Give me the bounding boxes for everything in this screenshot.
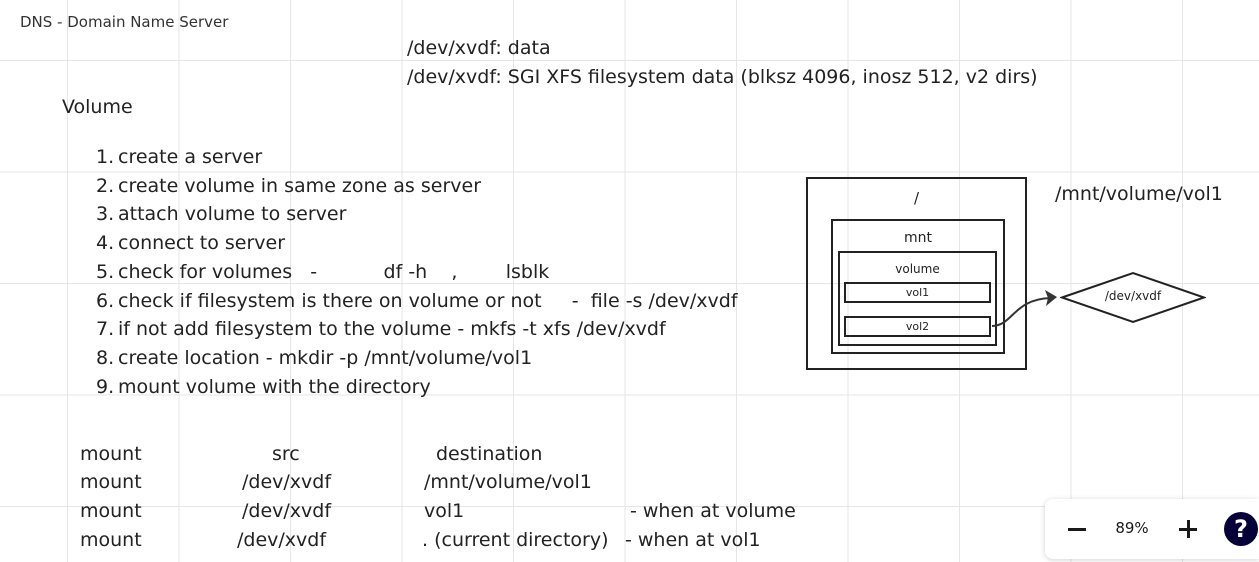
list-item: 8.create location - mkdir -p /mnt/volume… xyxy=(96,344,738,373)
step-number: 2. xyxy=(96,174,115,197)
zoom-out-button[interactable] xyxy=(1059,511,1095,547)
mount-row-src: /dev/xvdf xyxy=(242,500,332,522)
mount-header-destination: destination xyxy=(436,443,543,465)
zoom-controls: 89% ? xyxy=(1045,499,1259,559)
help-icon: ? xyxy=(1234,515,1248,543)
step-text: mount volume with the directory xyxy=(118,375,431,398)
mount-row-dest: . (current directory) xyxy=(422,529,609,551)
step-text: if not add filesystem to the volume - mk… xyxy=(118,318,666,341)
mount-row-note: - when at volume xyxy=(630,500,796,522)
list-item: 1.create a server xyxy=(96,143,738,172)
board-title: DNS - Domain Name Server xyxy=(20,13,229,31)
zoom-level[interactable]: 89% xyxy=(1115,519,1149,537)
help-button[interactable]: ? xyxy=(1224,512,1258,546)
mount-path-label: /mnt/volume/vol1 xyxy=(1055,183,1223,205)
mount-row-note: - when at vol1 xyxy=(625,529,761,551)
mount-row-src: /dev/xvdf xyxy=(242,471,332,493)
vol2-dir-label: vol2 xyxy=(905,320,930,333)
file-output-line-2: /dev/xvdf: SGI XFS filesystem data (blks… xyxy=(407,66,1038,88)
step-number: 6. xyxy=(96,289,115,312)
volume-heading: Volume xyxy=(62,96,133,118)
list-item: 4.connect to server xyxy=(96,229,738,258)
steps-list: 1.create a server 2.create volume in sam… xyxy=(96,143,738,401)
mount-row-cmd: mount xyxy=(80,471,142,493)
plus-icon xyxy=(1170,511,1206,547)
step-number: 9. xyxy=(96,375,115,398)
step-text: create location - mkdir -p /mnt/volume/v… xyxy=(118,346,533,369)
step-number: 8. xyxy=(96,346,115,369)
zoom-in-button[interactable] xyxy=(1170,511,1206,547)
mount-row-src: /dev/xvdf xyxy=(237,529,327,551)
mount-row-dest: /mnt/volume/vol1 xyxy=(424,471,592,493)
step-number: 7. xyxy=(96,318,115,341)
step-number: 3. xyxy=(96,203,115,226)
step-text: create a server xyxy=(118,146,263,168)
step-number: 1. xyxy=(96,146,115,168)
mount-row-cmd: mount xyxy=(80,529,142,551)
mount-header-src: src xyxy=(272,443,300,465)
step-number: 5. xyxy=(96,260,115,283)
device-diamond[interactable] xyxy=(1060,271,1206,324)
list-item: 2.create volume in same zone as server xyxy=(96,172,738,201)
step-text: check if filesystem is there on volume o… xyxy=(118,289,738,312)
vol2-dir-box[interactable]: vol2 xyxy=(844,316,991,337)
vol1-dir-label: vol1 xyxy=(905,286,930,299)
step-number: 4. xyxy=(96,232,115,255)
list-item: 5.check for volumes - df -h , lsblk xyxy=(96,258,738,287)
mnt-dir-label: mnt xyxy=(904,230,932,246)
mount-row-cmd: mount xyxy=(80,500,142,522)
mount-connector-arrow xyxy=(991,290,1057,327)
list-item: 6.check if filesystem is there on volume… xyxy=(96,287,738,316)
file-output-line-1: /dev/xvdf: data xyxy=(407,37,551,59)
minus-icon xyxy=(1068,527,1086,531)
vol1-dir-box[interactable]: vol1 xyxy=(844,282,991,303)
list-item: 7.if not add filesystem to the volume - … xyxy=(96,315,738,344)
root-dir-label: / xyxy=(913,189,920,207)
mnt-dir-box[interactable]: mnt xyxy=(831,219,1005,354)
device-label: /dev/xvdf xyxy=(1104,289,1162,303)
volume-dir-label: volume xyxy=(895,262,940,276)
step-text: create volume in same zone as server xyxy=(118,174,482,197)
step-text: check for volumes - df -h , lsblk xyxy=(118,260,550,283)
mount-header-cmd: mount xyxy=(80,443,142,465)
list-item: 9.mount volume with the directory xyxy=(96,373,738,402)
root-dir-box[interactable]: / xyxy=(806,177,1027,370)
step-text: attach volume to server xyxy=(118,203,347,226)
list-item: 3.attach volume to server xyxy=(96,200,738,229)
step-text: connect to server xyxy=(118,232,286,255)
volume-dir-box[interactable]: volume xyxy=(838,251,997,346)
mount-row-dest: vol1 xyxy=(424,500,465,522)
